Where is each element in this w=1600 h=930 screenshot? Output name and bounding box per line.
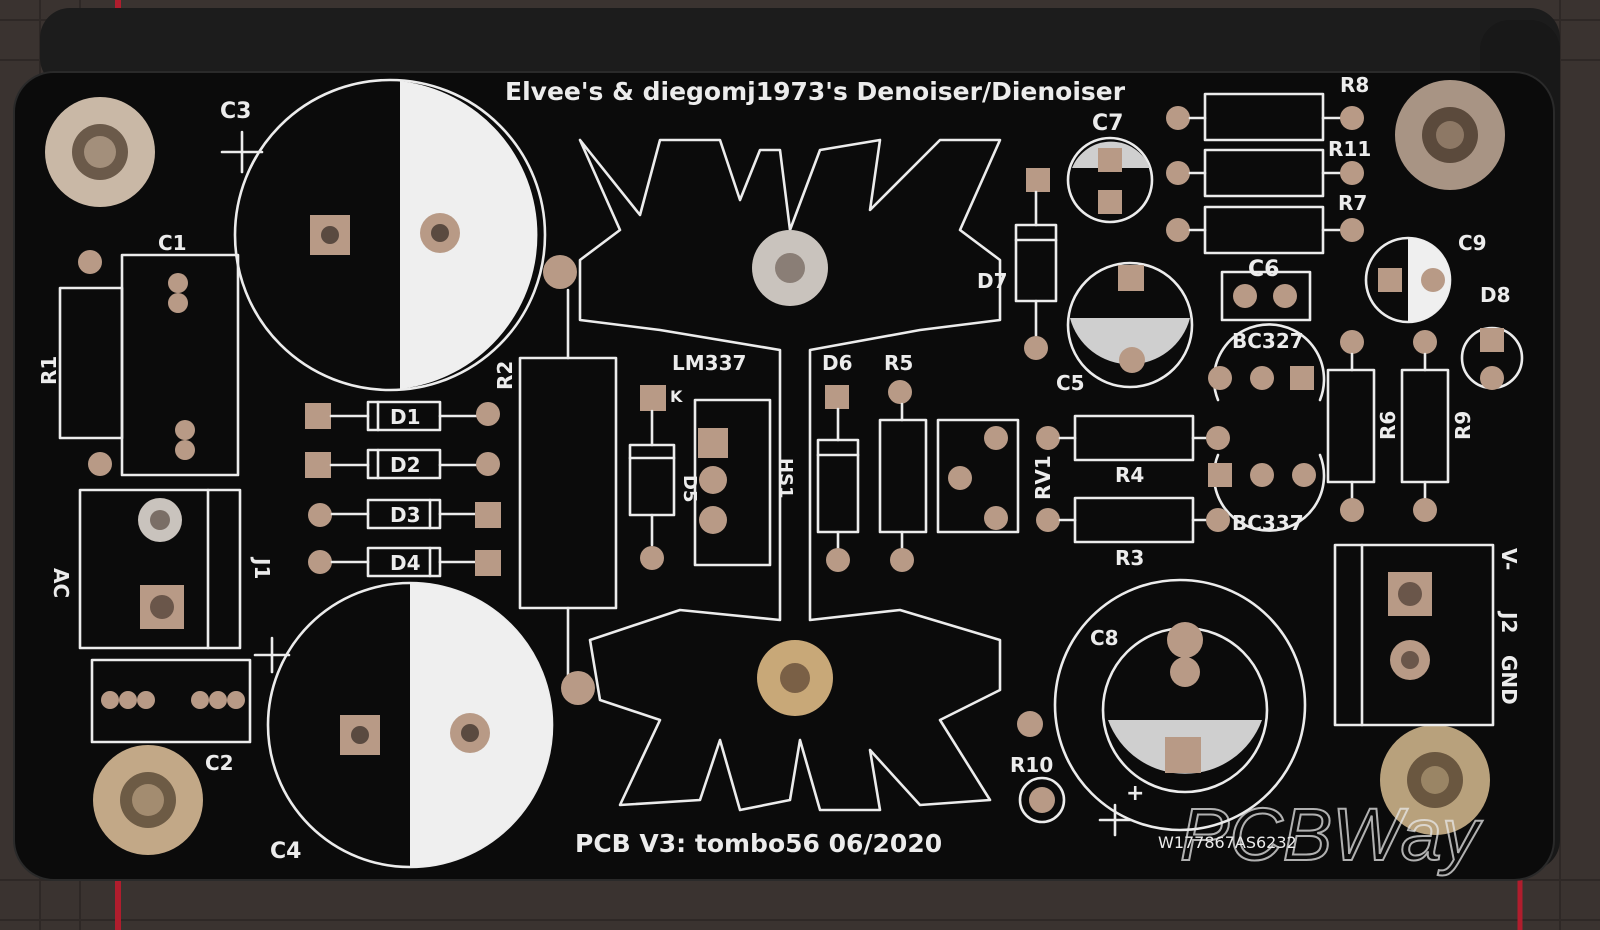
- resistor-r11: [1166, 148, 1364, 198]
- resistor-r1: [58, 250, 124, 476]
- label-r4: R4: [1115, 463, 1144, 487]
- diode-d3: [308, 498, 501, 530]
- label-k: K: [670, 387, 683, 406]
- led-d8: [1460, 326, 1524, 390]
- label-r6: R6: [1376, 411, 1400, 440]
- label-d6: D6: [822, 351, 853, 375]
- label-rv1: RV1: [1031, 455, 1055, 500]
- resistor-r8: [1166, 92, 1364, 142]
- label-r5: R5: [884, 351, 913, 375]
- transistor-bc337: [1208, 453, 1326, 532]
- label-j2: J2: [1497, 610, 1521, 633]
- mounting-holes: [45, 80, 1505, 855]
- label-j1: J1: [250, 556, 274, 579]
- resistor-r4: [1036, 414, 1230, 462]
- label-plus: +: [1126, 781, 1144, 806]
- label-c5: C5: [1056, 371, 1085, 395]
- capacitor-c4: [253, 581, 554, 869]
- board-title: Elvee's & diegomj1973's Denoiser/Dienois…: [505, 77, 1126, 106]
- diode-d2: [305, 448, 500, 480]
- board-stack: [40, 8, 1560, 88]
- footer-version: PCB V3: tombo56 06/2020: [575, 829, 942, 858]
- label-r10: R10: [1010, 753, 1053, 777]
- transistor-bc327: [1208, 323, 1326, 402]
- capacitor-c9: [1364, 236, 1452, 324]
- label-d4: D4: [390, 551, 421, 575]
- capacitor-c6: [1220, 270, 1312, 322]
- label-r11: R11: [1328, 137, 1371, 161]
- capacitor-c7: [1066, 136, 1154, 224]
- order-code: W177867AS6232: [1158, 833, 1297, 852]
- label-c4: C4: [270, 839, 301, 864]
- label-c8: C8: [1090, 626, 1119, 650]
- diode-d4: [308, 546, 501, 578]
- label-c3: C3: [220, 99, 251, 124]
- label-r8: R8: [1340, 73, 1369, 97]
- pcbway-watermark: PCBWay: [1180, 793, 1483, 876]
- label-r3: R3: [1115, 546, 1144, 570]
- label-d2: D2: [390, 453, 421, 477]
- label-r7: R7: [1338, 191, 1367, 215]
- label-d7: D7: [977, 269, 1008, 293]
- resistor-r2: [518, 255, 618, 705]
- diode-d7: [1014, 168, 1058, 360]
- label-d1: D1: [390, 405, 421, 429]
- label-c9: C9: [1458, 231, 1487, 255]
- capacitor-c2: [90, 658, 252, 744]
- resistor-r6: [1326, 330, 1376, 522]
- label-d8: D8: [1480, 283, 1511, 307]
- label-r1: R1: [37, 356, 61, 385]
- label-lm337: LM337: [672, 351, 746, 375]
- label-v-minus: V-: [1497, 548, 1521, 570]
- label-bc327: BC327: [1232, 329, 1304, 353]
- label-d3: D3: [390, 503, 421, 527]
- capacitor-c5: [1066, 261, 1194, 389]
- label-c7: C7: [1092, 111, 1123, 136]
- resistor-r5: [878, 380, 928, 572]
- terminal-j1: [78, 488, 242, 650]
- label-r2: R2: [493, 361, 517, 390]
- label-c2: C2: [205, 751, 234, 775]
- label-gnd: GND: [1497, 655, 1521, 705]
- capacitor-c8: [1053, 578, 1307, 837]
- trimmer-rv1: [936, 418, 1020, 534]
- label-c6: C6: [1248, 257, 1279, 282]
- diode-d6: [816, 385, 860, 572]
- diode-d1: [305, 400, 500, 432]
- resistor-r3: [1036, 496, 1230, 544]
- label-c1: C1: [158, 231, 187, 255]
- capacitor-c3: [220, 78, 547, 392]
- regulator-lm337: [628, 385, 772, 570]
- terminal-j2: [1333, 543, 1495, 727]
- label-r9: R9: [1451, 411, 1475, 440]
- label-bc337: BC337: [1232, 511, 1304, 535]
- label-hs1: HS1: [775, 458, 796, 499]
- resistor-r10: [1017, 711, 1066, 824]
- resistor-r9: [1400, 330, 1450, 522]
- pcb-board: [13, 71, 1555, 881]
- heatsink-hs1-outline: [578, 138, 1002, 812]
- label-ac: AC: [49, 568, 73, 598]
- label-d5: D5: [679, 475, 700, 502]
- resistor-r7: [1166, 205, 1364, 255]
